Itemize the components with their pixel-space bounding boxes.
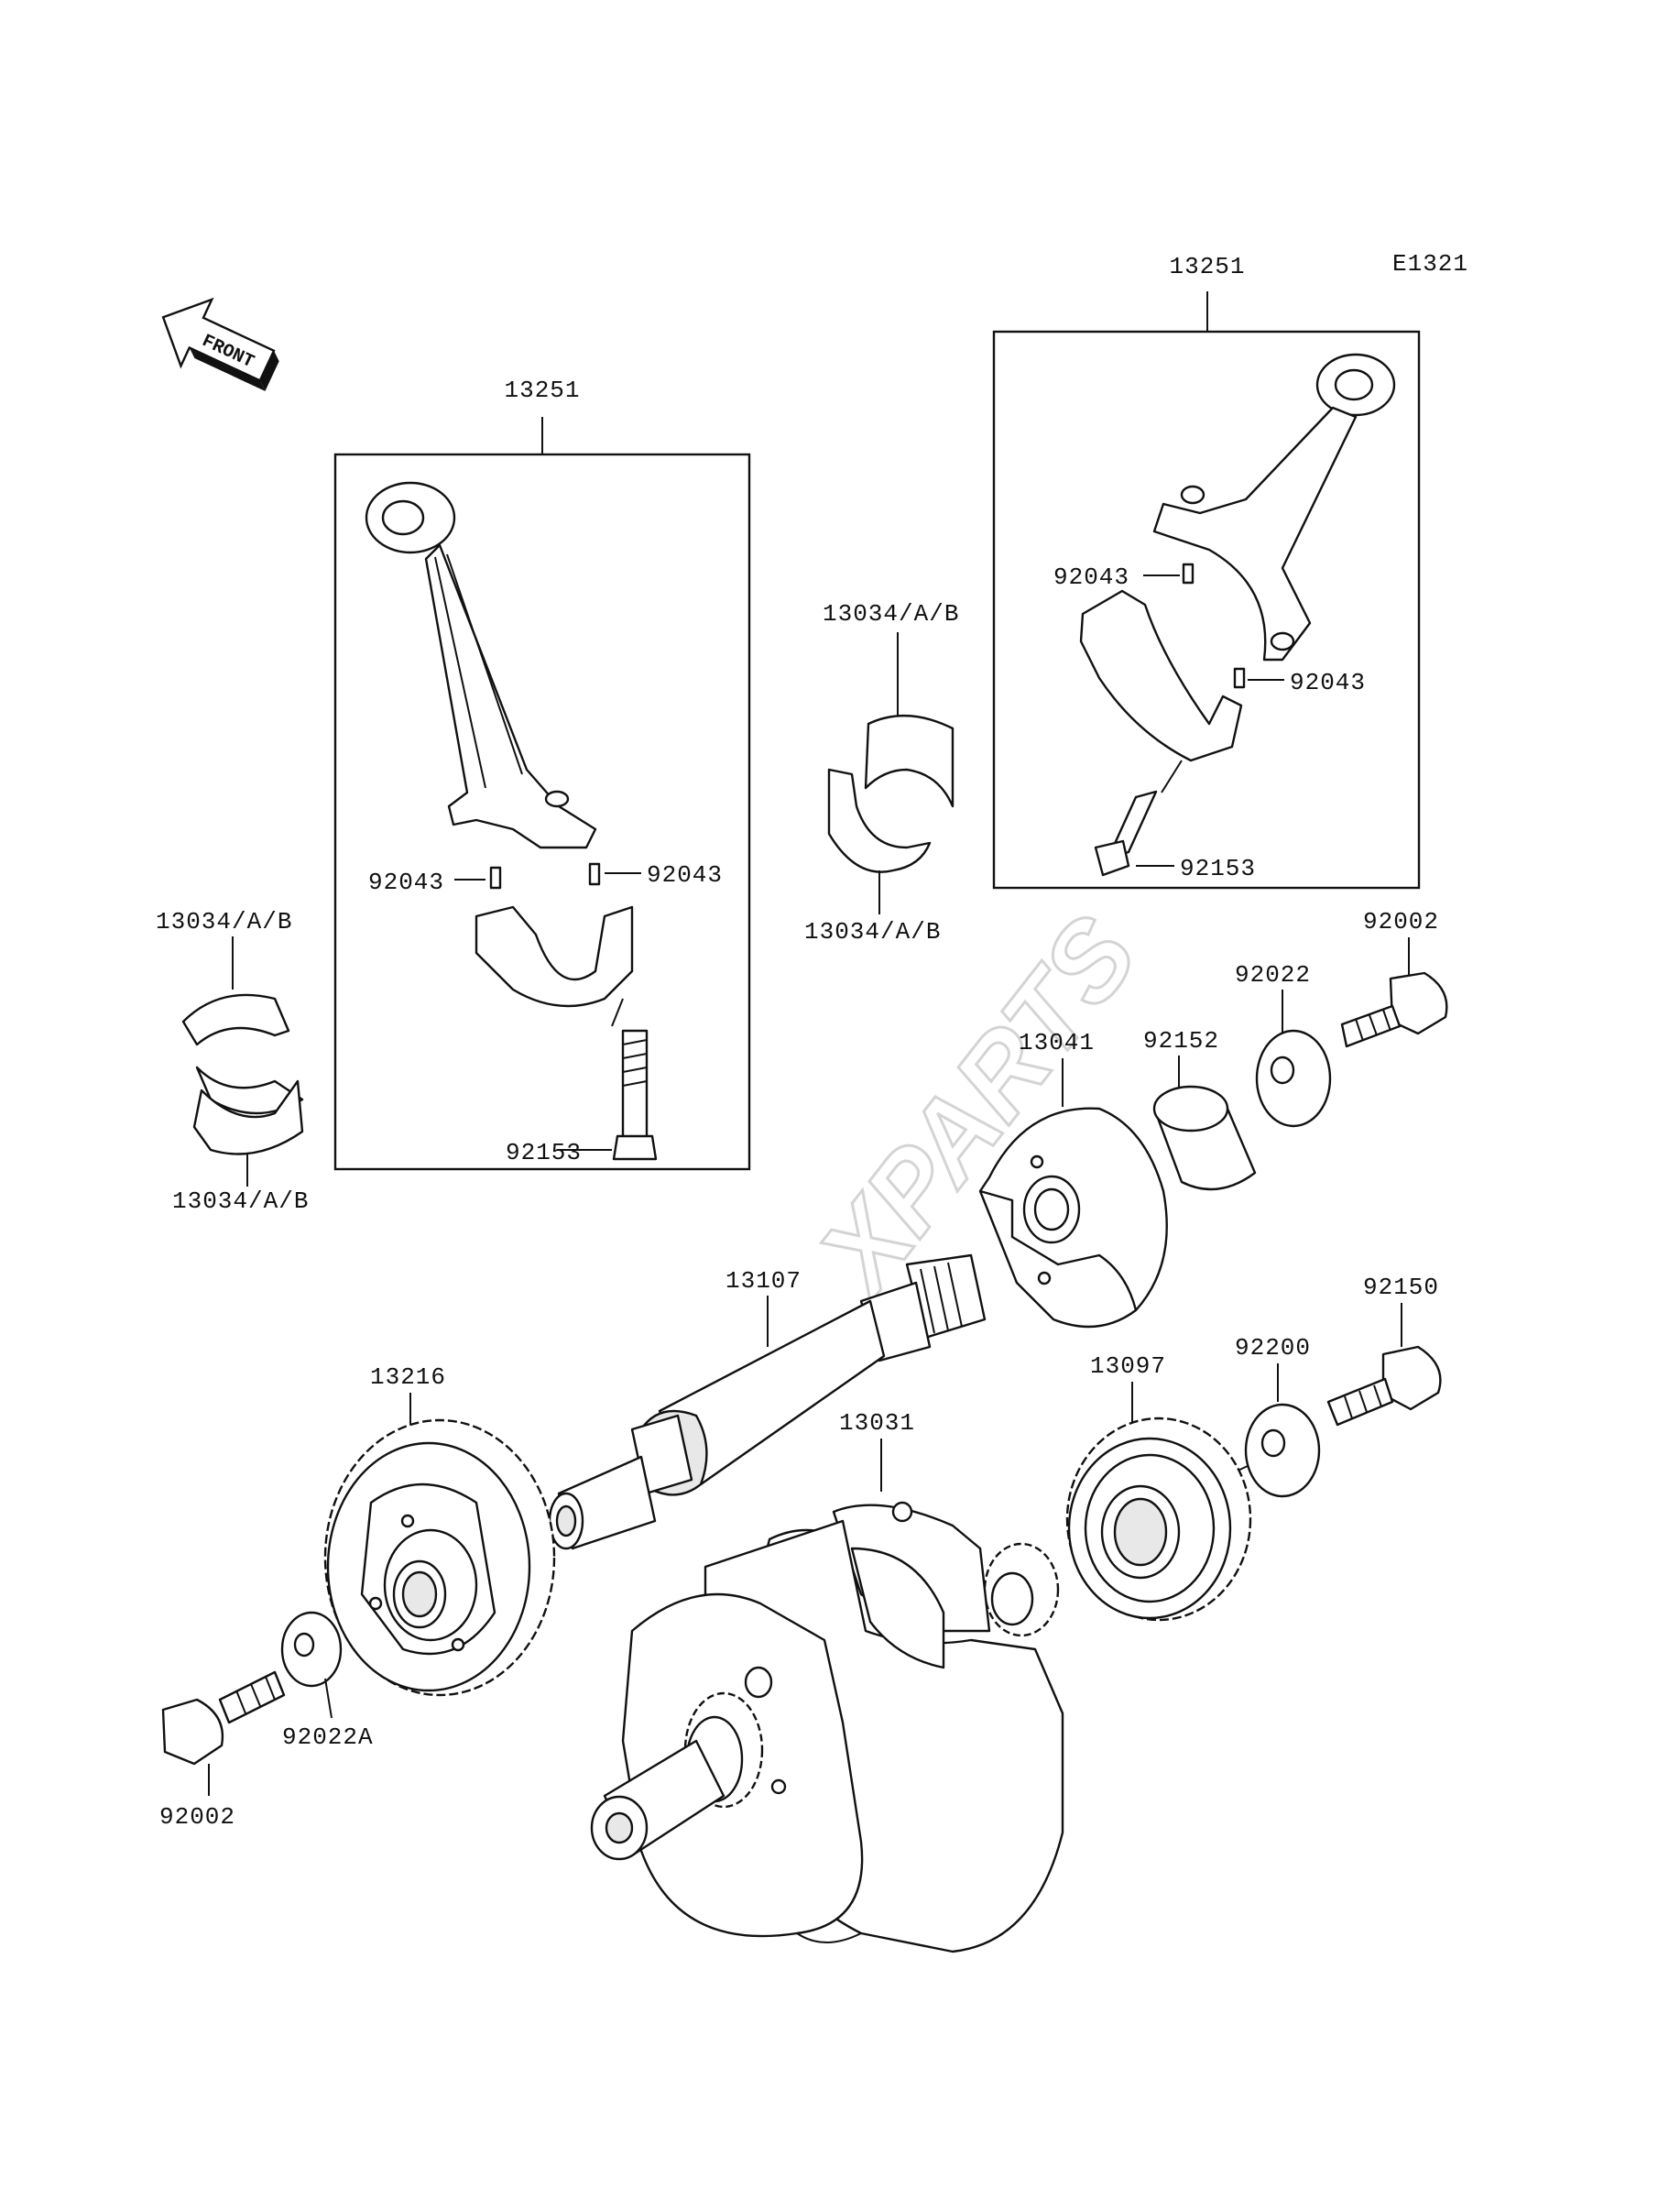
- balancer-weight: 13041: [978, 1029, 1168, 1329]
- label-shaft: 13107: [725, 1267, 802, 1295]
- label-washer-top: 92022: [1235, 961, 1311, 989]
- bearing-center: 13034/A/B 13034/A/B: [804, 600, 959, 946]
- label-gear-right: 13097: [1090, 1352, 1166, 1380]
- conrod-cap-left: [475, 905, 634, 1008]
- balancer-shaft: 13107: [548, 1253, 987, 1550]
- label-crankshaft: 13031: [839, 1409, 915, 1437]
- bearing-left: 13034/A/B 13034/A/B: [156, 908, 309, 1215]
- label-bearing-center-bottom: 13034/A/B: [804, 918, 941, 946]
- dowel-pin-left-b: [588, 862, 601, 886]
- conrod-left-group: 13251 92043 92043 92153: [333, 377, 751, 1171]
- dowel-pin-right-a: [1182, 563, 1195, 585]
- front-arrow-icon: FRONT: [161, 297, 279, 391]
- label-washer-mid-right: 92200: [1235, 1334, 1311, 1362]
- label-bearing-left-top: 13034/A/B: [156, 908, 292, 935]
- bolt-mid-right: 92150: [1326, 1274, 1442, 1427]
- label-collar: 92152: [1143, 1027, 1219, 1055]
- label-bolt-bottom-left: 92002: [159, 1803, 235, 1831]
- conrod-right-group: 13251 92043 92043 92153: [992, 253, 1421, 890]
- washer-bottom-left: 92022A: [280, 1611, 374, 1751]
- washer-mid-right: 92200: [1217, 1334, 1321, 1498]
- connecting-rod-right: [1152, 353, 1396, 662]
- label-gear-left: 13216: [370, 1363, 446, 1391]
- label-pin-left-b: 92043: [647, 861, 723, 889]
- label-pin-right-a: 92043: [1053, 563, 1129, 591]
- gear-right: 13097: [1065, 1352, 1252, 1622]
- label-washer-bottom-left: 92022A: [282, 1723, 374, 1751]
- bolt-top: 92002: [1340, 908, 1448, 1048]
- label-bolt-top: 92002: [1363, 908, 1439, 935]
- crankshaft: 13031: [590, 1409, 1064, 1953]
- dowel-pin-left-a: [489, 866, 502, 890]
- washer-top: 92022: [1235, 961, 1332, 1128]
- dowel-pin-right-b: [1233, 667, 1246, 689]
- conrod-cap-right: [1079, 589, 1243, 762]
- label-pin-right-b: 92043: [1290, 669, 1366, 696]
- label-bolt-mid-right: 92150: [1363, 1274, 1439, 1301]
- label-bolt-right: 92153: [1180, 855, 1256, 882]
- gear-left: 13216: [323, 1363, 556, 1697]
- collar: 92152: [1143, 1027, 1257, 1191]
- label-conrod-left: 13251: [504, 377, 580, 404]
- connecting-rod-left: [365, 481, 597, 849]
- diagram-code: E1321: [1392, 250, 1468, 278]
- conrod-bolt-right: [1094, 760, 1183, 877]
- label-pin-left-a: 92043: [368, 869, 444, 896]
- label-conrod-right: 13251: [1169, 253, 1245, 280]
- label-bearing-left-bottom: 13034/A/B: [172, 1187, 309, 1215]
- label-weight: 13041: [1019, 1029, 1095, 1056]
- label-bolt-left: 92153: [506, 1139, 582, 1166]
- bolt-bottom-left: 92002: [159, 1670, 286, 1831]
- label-bearing-center-top: 13034/A/B: [823, 600, 959, 628]
- conrod-bolt-left: [611, 998, 658, 1161]
